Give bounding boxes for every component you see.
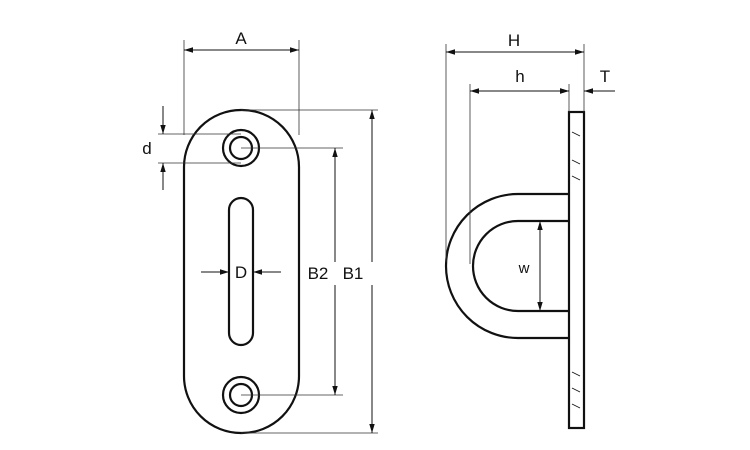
side-plate <box>567 110 586 430</box>
label-H: H <box>508 31 520 50</box>
u-bar-outer <box>444 192 569 340</box>
label-D: D <box>235 263 247 282</box>
label-w: w <box>518 260 530 277</box>
u-bar-inner <box>471 219 569 313</box>
dimension-b1: B1 <box>241 109 378 434</box>
label-b1: B1 <box>343 264 364 283</box>
plate-hatch <box>571 131 581 409</box>
label-b2: B2 <box>308 264 329 283</box>
label-T: T <box>600 67 610 86</box>
side-view: H h T w <box>444 31 615 430</box>
dimension-H: H <box>445 31 585 262</box>
dimension-a: A <box>183 29 300 135</box>
front-view: A d D B2 B1 <box>142 29 378 435</box>
label-d: d <box>142 139 151 158</box>
dimension-d: d <box>142 106 241 190</box>
label-h: h <box>515 67 524 86</box>
dimension-D: D <box>201 263 281 282</box>
dimension-T: T <box>548 67 615 94</box>
dimension-w: w <box>518 221 543 311</box>
label-a: A <box>235 29 247 48</box>
dimension-b2: B2 <box>241 147 343 396</box>
